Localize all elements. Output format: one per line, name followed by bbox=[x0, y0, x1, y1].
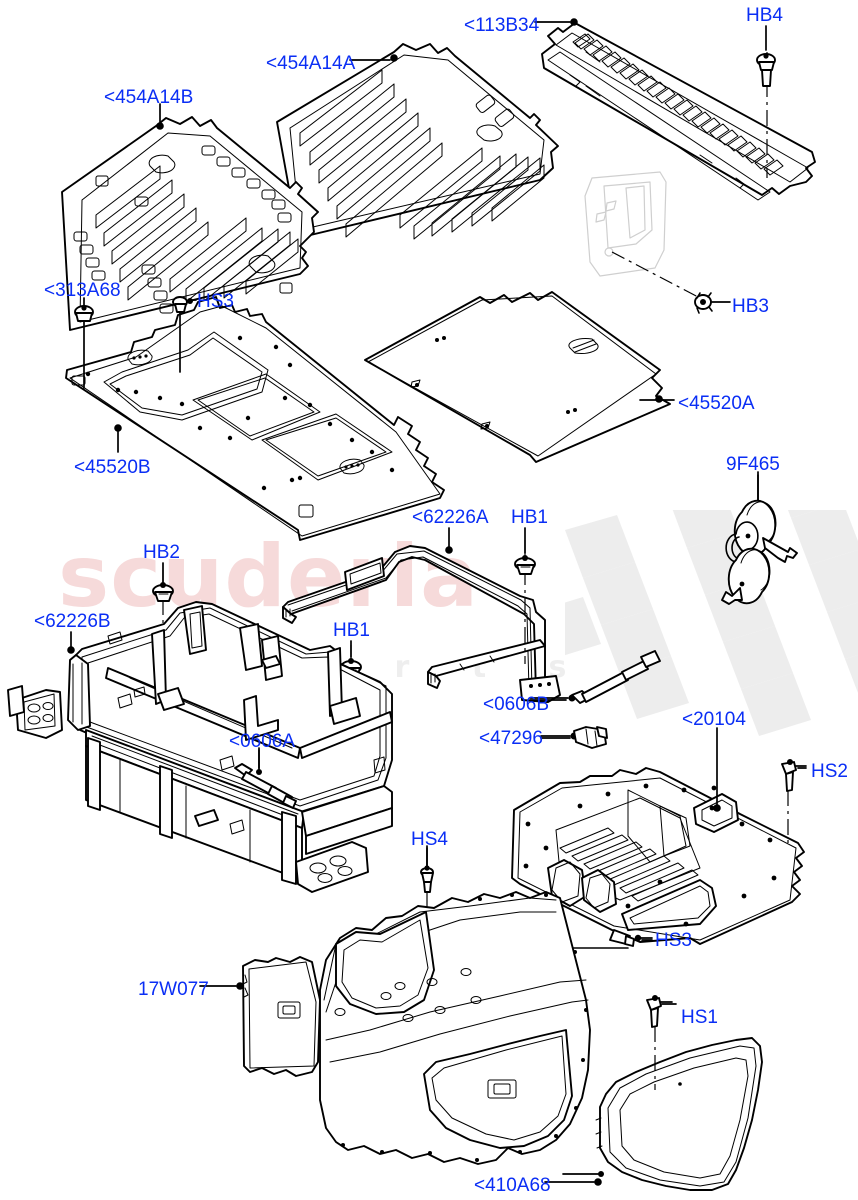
callout-label-floor-pan-20104[interactable]: <20104 bbox=[682, 709, 746, 730]
callout-label-trim-cover-410a68[interactable]: <410A68 bbox=[474, 1175, 551, 1196]
part-hs3-upper-screw bbox=[172, 296, 193, 373]
part-hs2-screw bbox=[781, 759, 807, 845]
callout-label-load-floor-mat-b[interactable]: <45520B bbox=[74, 457, 151, 478]
callout-label-screw-hs3-upper[interactable]: HS3 bbox=[197, 291, 234, 312]
callout-label-body-frame-62226b[interactable]: <62226B bbox=[34, 611, 111, 632]
callout-label-load-floor-panel-a[interactable]: <454A14A bbox=[266, 53, 356, 74]
part-0606a-gas-strut bbox=[234, 747, 297, 809]
callout-label-screw-hs2[interactable]: HS2 bbox=[811, 761, 848, 782]
part-454a14a-load-floor-panel bbox=[276, 43, 559, 240]
callout-label-load-floor-mat-a[interactable]: <45520A bbox=[678, 393, 755, 414]
part-62226a-roll-hoop bbox=[282, 545, 561, 703]
callout-label-fastener-hb1-upper[interactable]: HB1 bbox=[511, 507, 548, 528]
callout-label-retainer-313a68[interactable]: <313A68 bbox=[44, 280, 121, 301]
part-9f465-key-and-keyring bbox=[721, 474, 798, 605]
part-47296-clip-bracket bbox=[540, 726, 608, 749]
callout-label-gas-strut-0606a[interactable]: <0606A bbox=[229, 731, 296, 752]
callout-label-screw-hs4[interactable]: HS4 bbox=[411, 829, 448, 850]
callout-label-screw-hs3-lower[interactable]: HS3 bbox=[655, 930, 692, 951]
callout-label-key-and-keyring[interactable]: 9F465 bbox=[726, 454, 780, 475]
callout-label-gas-strut-0606b[interactable]: <0606B bbox=[483, 694, 550, 715]
ghost-pillar-panel bbox=[584, 171, 667, 277]
callout-label-screw-hs1[interactable]: HS1 bbox=[681, 1007, 718, 1028]
part-313a68-retainer bbox=[74, 305, 94, 389]
callout-label-roll-bar-hoop-a[interactable]: <62226A bbox=[412, 507, 489, 528]
callout-label-fastener-hb1-lower[interactable]: HB1 bbox=[333, 620, 370, 641]
callout-label-load-floor-panel-b[interactable]: <454A14B bbox=[104, 87, 194, 108]
part-hs3-lower-screw bbox=[609, 929, 653, 947]
callout-label-fastener-hb2[interactable]: HB2 bbox=[143, 542, 180, 563]
part-hb4-fastener bbox=[756, 52, 776, 178]
part-410a68-trim-cover bbox=[562, 1037, 763, 1191]
part-113b34-rear-sill-trim bbox=[541, 22, 816, 201]
part-62226b-body-frame bbox=[7, 601, 393, 893]
callout-label-rear-sill-trim-panel[interactable]: <113B34 bbox=[464, 15, 540, 36]
part-17w077-side-trim-panel bbox=[242, 891, 591, 1165]
callout-label-fastener-hb3[interactable]: HB3 bbox=[732, 296, 769, 317]
part-45520b-floor-mat bbox=[65, 296, 445, 541]
part-454a14b-load-floor-panel bbox=[61, 116, 319, 331]
callout-label-clip-bracket-47296[interactable]: <47296 bbox=[479, 728, 543, 749]
part-hb3-fastener bbox=[611, 251, 713, 314]
callout-leaders bbox=[67, 18, 807, 1186]
callout-label-side-trim-panel-17w077[interactable]: 17W077 bbox=[138, 979, 209, 1000]
part-hs1-screw bbox=[646, 995, 673, 1090]
callout-label-fastener-hb4[interactable]: HB4 bbox=[746, 5, 783, 26]
part-hb1-upper-fastener bbox=[514, 540, 536, 664]
part-45520a-floor-mat bbox=[364, 291, 671, 463]
